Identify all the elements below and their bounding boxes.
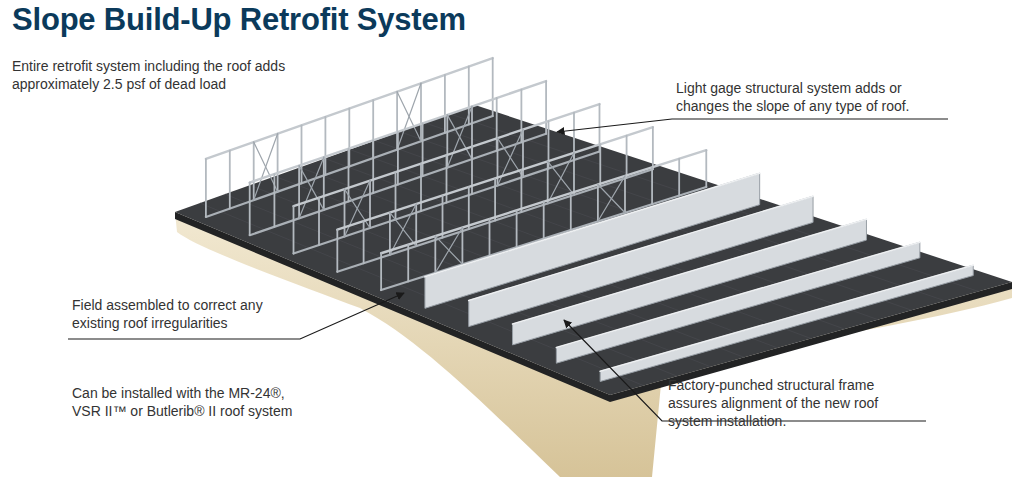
- x-brace: [598, 176, 625, 221]
- callout-text: Can be installed with the MR-24®, VSR II…: [72, 384, 317, 420]
- vertical-member: [547, 161, 549, 203]
- x-brace: [548, 161, 574, 195]
- vertical-member: [318, 198, 320, 245]
- leader-line: [68, 293, 404, 339]
- x-brace: [390, 213, 416, 247]
- vertical-member: [205, 159, 207, 217]
- vertical-member: [624, 176, 626, 213]
- vertical-member: [468, 187, 470, 229]
- vertical-member: [434, 236, 436, 273]
- top-chord: [337, 127, 653, 230]
- vertical-member: [325, 117, 327, 175]
- existing-roof: [175, 105, 1012, 395]
- vertical-member: [520, 170, 522, 212]
- rail-lip: [469, 196, 813, 300]
- vertical-member: [336, 230, 338, 272]
- vertical-member: [380, 253, 382, 290]
- vertical-member: [369, 181, 371, 228]
- frame-rail: [294, 104, 600, 253]
- vertical-member: [599, 144, 601, 186]
- vertical-member: [415, 204, 417, 246]
- vertical-member: [442, 195, 444, 237]
- top-chord: [294, 104, 600, 206]
- vertical-member: [249, 183, 251, 236]
- vertical-member: [253, 142, 255, 200]
- vertical-member: [293, 206, 295, 253]
- callout-text: Field assembled to correct any existing …: [72, 296, 267, 332]
- vertical-member: [492, 58, 494, 116]
- x-brace: [397, 92, 421, 142]
- vertical-member: [397, 132, 399, 185]
- vertical-member: [678, 159, 680, 196]
- vertical-member: [229, 151, 231, 209]
- vertical-member: [301, 125, 303, 183]
- top-chord: [381, 150, 706, 253]
- vertical-member: [407, 245, 409, 282]
- rail-lip: [425, 173, 760, 277]
- vertical-member: [705, 150, 707, 187]
- vertical-member: [344, 189, 346, 236]
- rail-lip: [600, 265, 973, 371]
- leader-line: [557, 119, 948, 132]
- vertical-member: [323, 157, 325, 210]
- vertical-member: [462, 227, 464, 264]
- vertical-member: [489, 219, 491, 256]
- vertical-member: [274, 174, 276, 227]
- vertical-member: [395, 172, 397, 219]
- x-brace: [447, 106, 472, 167]
- vertical-member: [389, 213, 391, 255]
- vertical-member: [573, 153, 575, 195]
- vertical-member: [277, 134, 279, 192]
- vertical-member: [545, 81, 547, 134]
- vertical-member: [494, 178, 496, 220]
- vertical-member: [372, 140, 374, 193]
- x-brace: [435, 236, 462, 264]
- vertical-member: [651, 167, 653, 204]
- callout-text: Light gage structural system adds or cha…: [676, 79, 951, 115]
- vertical-member: [516, 210, 518, 247]
- vertical-member: [570, 193, 572, 230]
- x-brace: [397, 83, 421, 149]
- callout-text: Factory-punched structural frame assures…: [668, 376, 920, 430]
- vertical-member: [543, 202, 545, 239]
- vertical-member: [444, 75, 446, 133]
- structural-frame: [206, 58, 973, 381]
- vertical-member: [298, 166, 300, 219]
- channel-rail: [600, 265, 973, 381]
- vertical-member: [652, 127, 654, 169]
- vertical-member: [363, 221, 365, 263]
- frame-rail: [600, 265, 973, 381]
- vertical-member: [420, 83, 422, 141]
- vertical-member: [626, 136, 628, 178]
- roof-seams: [200, 114, 979, 386]
- x-brace: [345, 181, 370, 237]
- title: Slope Build-Up Retrofit System: [12, 2, 466, 38]
- x-brace: [598, 185, 625, 213]
- x-brace: [299, 157, 324, 218]
- callout-text: Entire retrofit system including the roo…: [12, 57, 297, 93]
- vertical-member: [422, 123, 424, 176]
- vertical-member: [597, 185, 599, 222]
